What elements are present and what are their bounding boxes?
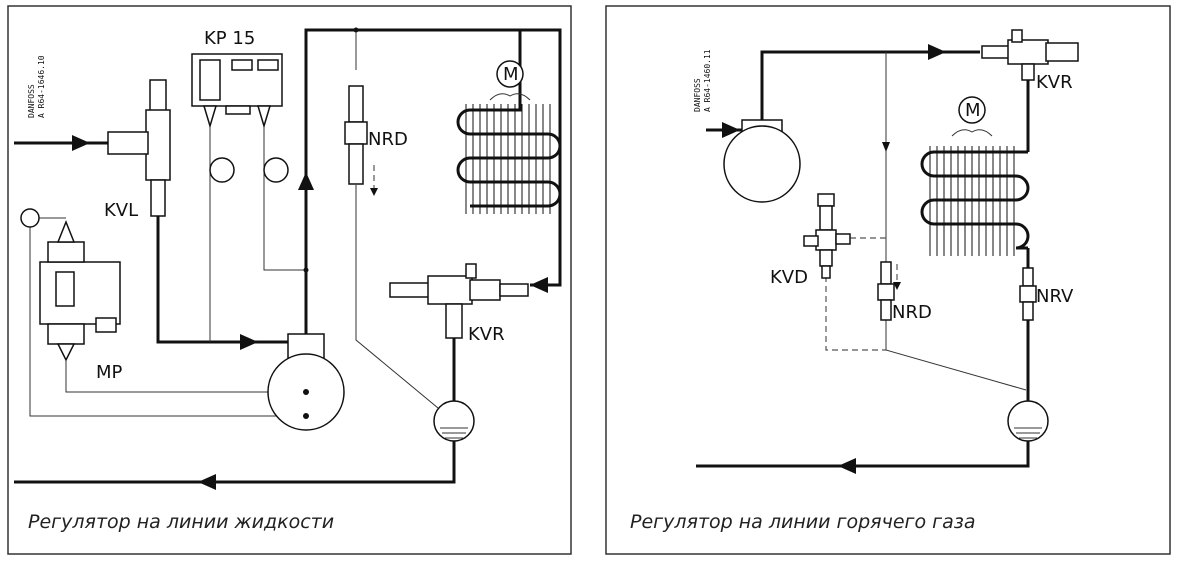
gauge-circle <box>209 157 235 183</box>
caption-liquid-line: Регулятор на линии жидкости <box>28 511 334 533</box>
gauge-circle <box>263 157 289 183</box>
junction-dot <box>303 267 309 273</box>
condenser-fan-motor <box>951 96 993 137</box>
kvr-valve <box>389 263 529 339</box>
label-kvl: KVL <box>104 200 138 221</box>
flow-arrow <box>240 334 258 350</box>
flow-arrow <box>530 277 548 293</box>
label-motor: M <box>965 100 981 121</box>
liquid-outlet-pipe <box>14 440 456 484</box>
caption-hot-gas-line: Регулятор на линии горячего газа <box>630 511 976 533</box>
nrd-valve <box>877 261 895 321</box>
drawing-code-line1: DANFOSS <box>693 78 702 112</box>
condenser <box>456 30 562 214</box>
kp15-switch <box>191 53 283 129</box>
kvr-valve <box>981 29 1079 81</box>
mp-switch <box>39 219 121 362</box>
flow-arrow <box>722 122 740 138</box>
kvl-valve <box>107 79 171 217</box>
liquid-receiver <box>433 400 475 442</box>
condenser <box>920 146 1030 256</box>
label-kvr: KVR <box>1036 72 1073 93</box>
liquid-receiver <box>1007 400 1049 442</box>
condenser-fan-motor <box>489 60 531 101</box>
discharge-pipe <box>760 50 980 122</box>
kvd-valve <box>803 193 851 279</box>
capillary-loop <box>20 208 40 228</box>
label-mp: MP <box>96 362 123 383</box>
bypass-dashed-line <box>825 276 886 351</box>
drawing-code-line2: A R64-1646.10 <box>37 55 46 118</box>
label-nrv: NRV <box>1036 286 1074 307</box>
label-motor: M <box>503 64 519 85</box>
junction-dot <box>353 27 359 33</box>
label-nrd: NRD <box>892 302 932 323</box>
compressor <box>723 119 801 203</box>
flow-arrow <box>198 474 216 490</box>
nrv-valve <box>1019 267 1037 321</box>
flow-arrow <box>882 142 890 152</box>
flow-arrow <box>72 135 90 151</box>
nrd-valve <box>344 85 368 185</box>
discharge-pipe <box>304 28 562 335</box>
flow-arrow <box>298 172 314 190</box>
label-kvr: KVR <box>468 324 505 345</box>
control-line <box>65 360 306 393</box>
label-kvd: KVD <box>770 267 808 288</box>
control-line <box>355 185 439 409</box>
flow-arrow <box>370 188 378 196</box>
liquid-outlet-pipe <box>696 440 1030 468</box>
drawing-code-line2: A R64-1460.11 <box>703 49 712 112</box>
compressor <box>267 333 345 431</box>
flow-arrow <box>838 458 856 474</box>
flow-arrow <box>893 282 901 290</box>
flow-arrow <box>928 44 946 60</box>
panel-hot-gas-line: DANFOSS A R64-1460.11 <box>605 5 1171 555</box>
panel-liquid-line: DANFOSS A R64-1646.10 <box>7 5 572 555</box>
label-kp15: KP 15 <box>204 28 255 49</box>
drawing-code-line1: DANFOSS <box>27 84 36 118</box>
label-nrd: NRD <box>368 129 408 150</box>
control-line <box>29 218 306 417</box>
